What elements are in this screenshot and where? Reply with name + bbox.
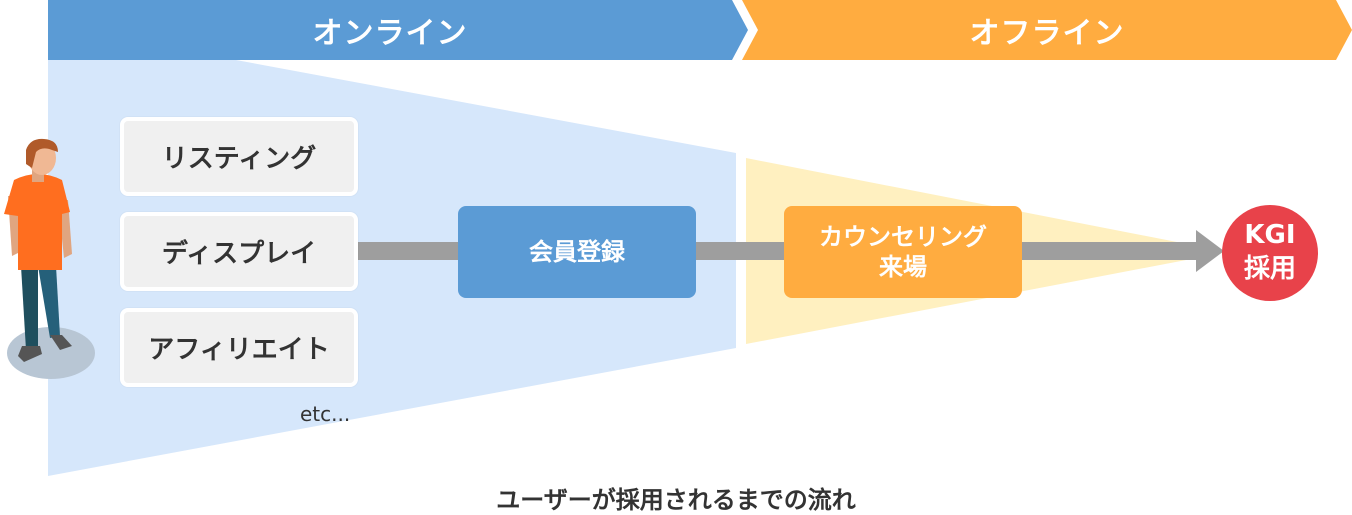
online-phase-label: オンライン <box>312 16 468 51</box>
person-hair <box>26 138 58 168</box>
person-illustration <box>4 138 95 379</box>
goal-label: KGI 採用 <box>1222 189 1318 317</box>
person-shoe-left <box>18 346 42 362</box>
counseling-box: カウンセリング 来場 <box>784 206 1022 298</box>
channel-display: ディスプレイ <box>120 212 358 291</box>
member-registration-label: 会員登録 <box>529 238 625 266</box>
goal-label-line2: 採用 <box>1243 254 1296 284</box>
person-shoe-right <box>50 335 72 350</box>
online-phase-band <box>48 0 748 60</box>
channels-more-label: etc... <box>300 402 351 426</box>
offline-phase-label: オフライン <box>969 16 1125 51</box>
counseling-label-line2: 来場 <box>879 253 927 281</box>
goal-label-line1: KGI <box>1244 220 1296 251</box>
channel-affiliate: アフィリエイト <box>120 308 358 387</box>
channel-listing: リスティング <box>120 117 358 196</box>
connector-arrow-2 <box>695 242 787 260</box>
connector-arrow-3 <box>1020 242 1200 260</box>
person-leg-left <box>21 266 38 350</box>
person-shirt <box>4 174 70 270</box>
arrowhead <box>1196 230 1224 272</box>
offline-phase-band <box>742 0 1352 60</box>
diagram-caption: ユーザーが採用されるまでの流れ <box>496 486 856 514</box>
connector-arrow-1 <box>357 242 460 260</box>
member-registration-box: 会員登録 <box>458 206 696 298</box>
counseling-label-line1: カウンセリング <box>819 223 987 251</box>
goal-circle <box>1222 205 1318 301</box>
person-leg-right <box>38 266 60 338</box>
